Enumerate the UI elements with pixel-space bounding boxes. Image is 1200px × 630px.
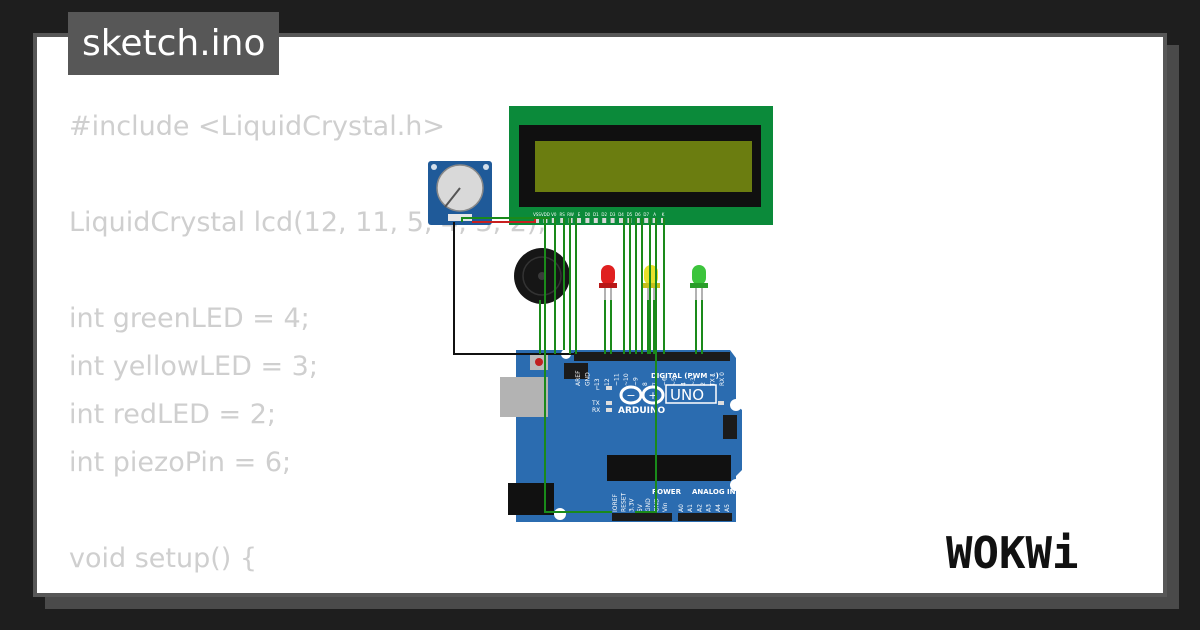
board-pin-label: AREF xyxy=(575,370,582,386)
lcd-pin-label: VDD xyxy=(541,212,550,217)
led-green[interactable] xyxy=(690,265,708,300)
board-pin-label: TX 1 xyxy=(709,372,716,387)
board-pin-label: A1 xyxy=(687,504,694,512)
lcd-pin[interactable] xyxy=(610,218,615,223)
lcd-screen xyxy=(535,141,752,192)
lcd-pin[interactable] xyxy=(635,218,640,223)
code-line: int yellowLED = 3; xyxy=(69,351,318,382)
lcd-pin-label: RW xyxy=(567,212,574,217)
lcd-pin[interactable] xyxy=(577,218,581,223)
power-label: POWER xyxy=(652,488,682,496)
board-pin-label: 4 xyxy=(681,382,688,386)
lcd-pin-label: A xyxy=(653,212,656,217)
lcd-pin-label: RS xyxy=(560,212,566,217)
piezo-buzzer[interactable] xyxy=(514,248,570,304)
arduino-infinity-logo: − + xyxy=(619,385,665,405)
code-line: void setup() { xyxy=(69,543,258,574)
lcd-pin-label: D4 xyxy=(618,212,624,217)
tx-led-label: TX xyxy=(591,400,600,407)
wire-5v xyxy=(472,218,536,223)
lcd-pin-label: D7 xyxy=(643,212,649,217)
lcd-pin-label: D6 xyxy=(635,212,641,217)
code-line: pinMode(greenLED, OUTPUT); xyxy=(69,583,547,593)
usb-port xyxy=(500,377,548,417)
lcd-pin-label: D0 xyxy=(585,212,591,217)
lcd-pin[interactable] xyxy=(551,218,556,223)
svg-text:−: − xyxy=(626,389,635,402)
code-viewport: #include <LiquidCrystal.h>LiquidCrystal … xyxy=(33,33,1167,597)
board-pin-label: ~3 xyxy=(690,377,697,386)
code-line: #include <LiquidCrystal.h> xyxy=(69,111,446,142)
lcd-pin[interactable] xyxy=(602,218,607,223)
board-pin-label: A4 xyxy=(715,504,722,512)
wokwi-logo[interactable]: WOKWi xyxy=(940,486,1155,576)
lcd-pin-label: D1 xyxy=(593,212,599,217)
board-pin-label: A0 xyxy=(678,504,685,512)
lcd-pin-label: D2 xyxy=(601,212,607,217)
power-header xyxy=(612,513,672,521)
on-led-label: ON xyxy=(745,399,756,407)
board-pin-label: A5 xyxy=(724,504,731,512)
board-pin-label: 12 xyxy=(604,378,611,386)
board-pin-label: RESET xyxy=(620,492,627,512)
board-model-label: UNO xyxy=(670,386,704,404)
board-pin-label: ~9 xyxy=(633,377,640,386)
wire-lcd-gnd xyxy=(544,218,612,513)
lcd-pin[interactable] xyxy=(535,218,539,223)
atmega-chip xyxy=(607,455,731,481)
led-red[interactable] xyxy=(599,265,617,300)
lcd-pin-label: K xyxy=(662,212,665,217)
board-pin-label: GND xyxy=(645,498,652,512)
board-pin-label: RX 0 xyxy=(719,372,726,386)
digital-header-label: DIGITAL (PWM ~) xyxy=(651,372,719,380)
board-pin-label: ~6 xyxy=(661,377,668,386)
lcd-pin-label: VSS xyxy=(533,212,541,217)
analog-label: ANALOG IN xyxy=(692,488,736,496)
board-pin-label: 5V xyxy=(637,503,644,512)
board-pin-label: 13 xyxy=(594,378,601,386)
board-pin-label: A2 xyxy=(696,504,703,512)
lcd-pin-label: V0 xyxy=(551,212,557,217)
digital-header xyxy=(574,352,730,361)
board-pin-label: IOREF xyxy=(612,494,619,512)
board-pin-label: ~5 xyxy=(671,377,678,386)
code-line: int piezoPin = 6; xyxy=(69,447,292,478)
analog-header xyxy=(678,513,732,521)
rx-led-label: RX xyxy=(592,407,600,414)
lcd-pin[interactable] xyxy=(619,218,623,223)
board-pin-label: 8 xyxy=(642,382,649,386)
wires xyxy=(453,217,703,513)
board-pin-label: ~10 xyxy=(623,373,630,386)
code-editor: #include <LiquidCrystal.h>LiquidCrystal … xyxy=(69,103,547,593)
board-pin-label: 3.3V xyxy=(629,497,636,512)
code-line: int redLED = 2; xyxy=(69,399,276,430)
lcd-pin[interactable] xyxy=(585,218,590,223)
l-led-label: L xyxy=(596,385,600,392)
lcd-pin[interactable] xyxy=(560,218,565,223)
svg-text:+: + xyxy=(648,389,657,402)
board-pin-label: 2 xyxy=(700,382,707,386)
code-line: int greenLED = 4; xyxy=(69,303,310,334)
power-jack xyxy=(508,483,554,515)
board-pin-label: ~11 xyxy=(613,373,620,386)
wokwi-logo-text: WOKWi xyxy=(946,528,1078,576)
board-brand-label: ARDUINO xyxy=(618,406,666,416)
lcd-pin-label: D3 xyxy=(610,212,616,217)
board-pin-label: A3 xyxy=(706,504,713,512)
lcd-pin[interactable] xyxy=(652,218,657,223)
potentiometer[interactable] xyxy=(428,161,492,225)
lcd-pin-label: E xyxy=(578,212,581,217)
board-pin-label: Vin xyxy=(662,502,669,512)
lcd-pin-label: D5 xyxy=(627,212,633,217)
arduino-uno-board[interactable]: − + UNO ARDUINO DIGITAL (PWM ~) POWER AN… xyxy=(500,349,756,522)
lcd-pin[interactable] xyxy=(644,218,649,223)
sketch-title-tab[interactable]: sketch.ino xyxy=(68,12,280,75)
lcd-pin[interactable] xyxy=(593,218,598,223)
wire-gnd xyxy=(453,222,574,355)
board-pin-label: GND xyxy=(585,372,592,386)
